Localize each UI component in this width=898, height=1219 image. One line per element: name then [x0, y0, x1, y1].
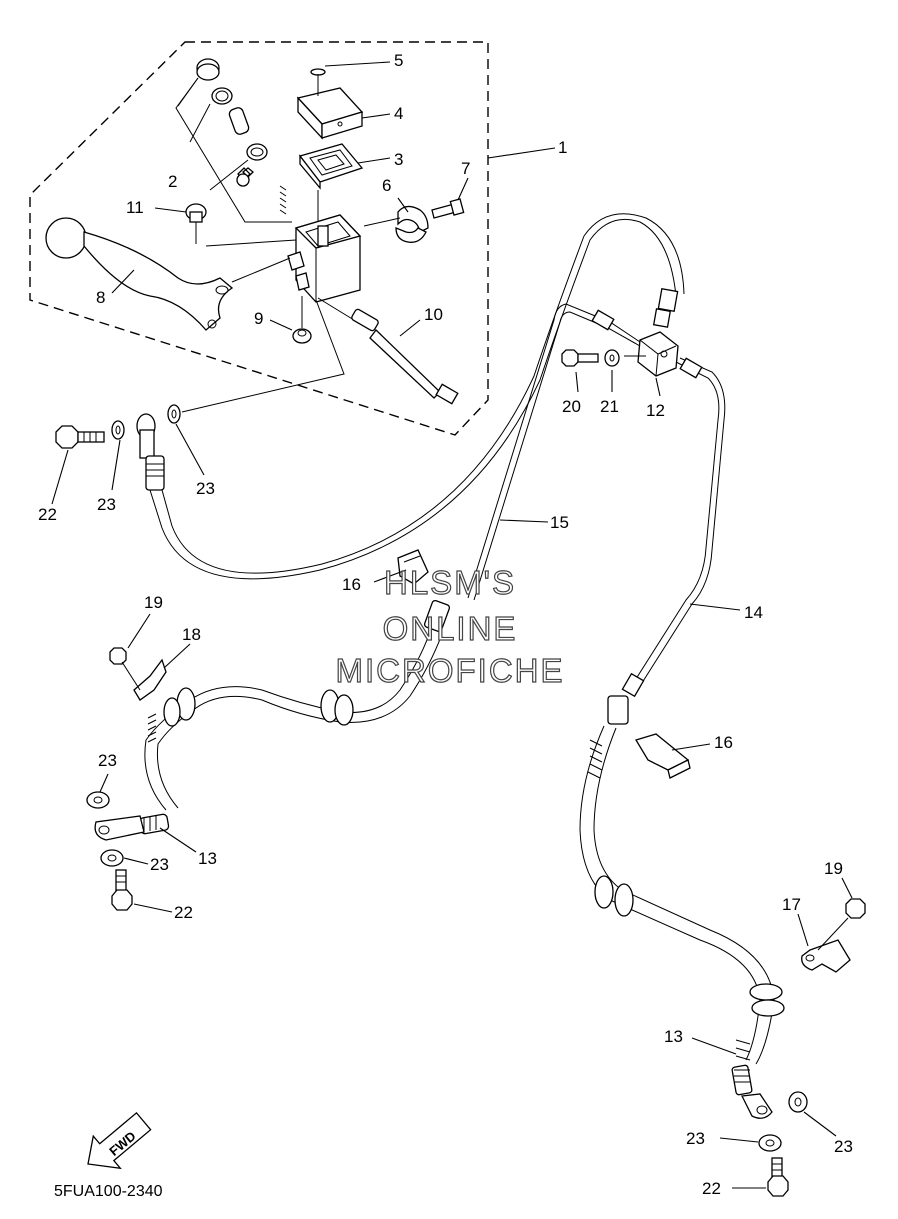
pipe-clamp-upper [397, 549, 429, 585]
diaphragm [298, 143, 364, 190]
callout-23-lower-right-bottom: 23 [686, 1129, 705, 1148]
callout-22-lower-right: 22 [702, 1179, 721, 1198]
washer-upper-right [167, 404, 181, 424]
callout-19-left: 19 [144, 593, 163, 612]
callout-15: 15 [550, 513, 569, 532]
reservoir-cap [296, 87, 364, 140]
brake-joint [637, 331, 679, 377]
callout-19-right: 19 [824, 859, 843, 878]
callout-16-upper: 16 [342, 575, 361, 594]
lever-pivot-bolt [185, 203, 207, 244]
brake-switch [317, 297, 459, 405]
washer-lower-left-bottom [100, 849, 124, 867]
callout-6: 6 [382, 176, 391, 195]
callout-10: 10 [424, 305, 443, 324]
callout-11: 11 [126, 198, 144, 217]
clamp-bolt [431, 198, 465, 219]
callout-18: 18 [182, 625, 201, 644]
callout-3: 3 [394, 150, 403, 169]
callout-20: 20 [562, 397, 581, 416]
watermark-line-3: MICROFICHE [336, 652, 565, 689]
union-bolt-upper [55, 425, 105, 449]
lower-hose-right [579, 695, 785, 1119]
callout-5: 5 [394, 51, 403, 70]
callout-16-lower: 16 [714, 733, 733, 752]
banjo-fitting-upper [136, 413, 165, 491]
union-bolt-lower-left [111, 869, 133, 911]
callout-21: 21 [600, 397, 619, 416]
callout-23-lower-right-side: 23 [834, 1137, 853, 1156]
pipe-clamp-lower [635, 733, 691, 779]
callout-13-left: 13 [198, 849, 217, 868]
bracket-bolt-right [817, 898, 866, 951]
lower-hose-left [94, 599, 451, 841]
brake-pipe-14 [621, 357, 726, 698]
callout-8: 8 [96, 288, 105, 307]
washer-lower-right-bottom [758, 1134, 782, 1152]
main-brake-hose [149, 213, 685, 580]
callout-23-lower-left-bottom: 23 [150, 855, 169, 874]
callout-23-upper-right: 23 [196, 479, 215, 498]
callout-23-upper-left: 23 [97, 495, 116, 514]
callout-22-lower-left: 22 [174, 903, 193, 922]
joint-bolt [561, 349, 599, 367]
assembly-boundary [29, 41, 489, 436]
callout-13-right: 13 [664, 1027, 683, 1046]
callout-7: 7 [461, 159, 470, 178]
bracket-bolt-left [109, 647, 141, 691]
callout-23-lower-left-top: 23 [98, 751, 117, 770]
callout-4: 4 [394, 104, 403, 123]
cap-screw [310, 68, 326, 96]
hose-fitting-left-1 [163, 687, 354, 727]
hose-bracket-right [801, 939, 851, 973]
union-bolt-lower-right [767, 1157, 789, 1197]
diagram-code: 5FUA100-2340 [54, 1183, 163, 1200]
washer-upper-left [111, 420, 125, 440]
callout-12: 12 [646, 401, 665, 420]
watermark-line-1: HLSM'S [384, 564, 516, 601]
washer-lower-left-top [86, 791, 110, 809]
callout-17: 17 [782, 895, 801, 914]
handlebar-clamp [395, 205, 429, 243]
master-cylinder-body [287, 214, 362, 303]
callout-14: 14 [744, 603, 763, 622]
callout-22-upper: 22 [38, 505, 57, 524]
watermark-line-2: ONLINE [383, 610, 518, 647]
brake-lever [45, 217, 234, 331]
callout-2: 2 [168, 172, 177, 191]
piston-kit [175, 58, 292, 223]
lever-nut [292, 328, 312, 344]
brake-pipe-15 [467, 303, 641, 601]
callout-1: 1 [558, 138, 567, 157]
fwd-arrow-icon [87, 1111, 152, 1170]
joint-washer [604, 349, 620, 367]
callout-9: 9 [254, 309, 263, 328]
hose-bracket-left [133, 658, 167, 701]
washer-lower-right-side [788, 1091, 808, 1113]
